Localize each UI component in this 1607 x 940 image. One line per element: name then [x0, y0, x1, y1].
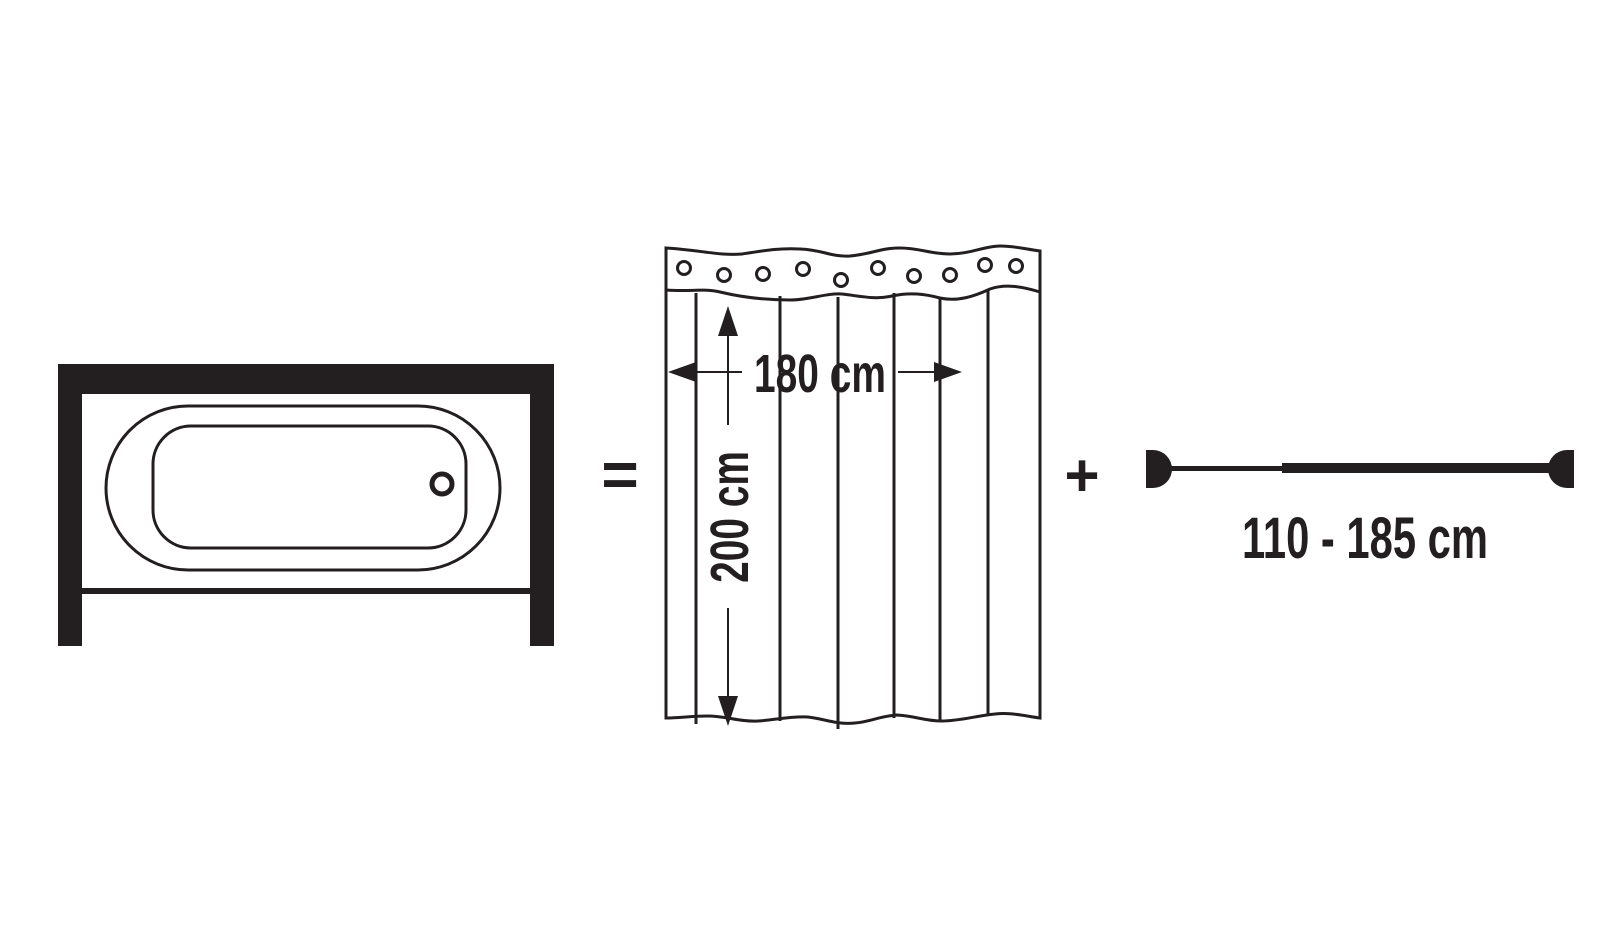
- rod-thin-section: [1155, 466, 1285, 471]
- drain-icon: [429, 471, 455, 497]
- grommet-icon: [1008, 258, 1024, 274]
- curtain-hem-line: [665, 284, 1041, 302]
- rod-right-end-cap: [1548, 450, 1574, 488]
- bathtub-frame: [58, 364, 554, 646]
- grommet-icon: [716, 267, 732, 283]
- grommet-icon: [676, 260, 692, 276]
- bathtub-illustration: [58, 364, 554, 646]
- arrowhead-up-icon: [718, 306, 738, 336]
- equals-sign: =: [601, 438, 638, 510]
- grommet-icon: [870, 260, 886, 276]
- plus-sign: +: [1064, 442, 1099, 509]
- shower-curtain-illustration: [664, 244, 1042, 729]
- grommet-icon: [977, 257, 993, 273]
- rod-thick-section: [1282, 463, 1556, 473]
- rod-length-label: 110 - 185 cm: [1242, 505, 1488, 570]
- bathtub-outer-rim: [104, 404, 502, 572]
- width-dimension-arrow: [668, 362, 962, 382]
- grommet-icon: [942, 267, 958, 283]
- grommet-icon: [833, 272, 849, 288]
- curtain-width-label: 180 cm: [754, 343, 886, 404]
- curtain-height-label: 200 cm: [699, 451, 760, 583]
- height-dimension-arrow: [718, 306, 738, 726]
- arrowhead-right-icon: [934, 362, 962, 382]
- bathtub-inner-basin: [151, 424, 468, 550]
- arrowhead-down-icon: [718, 696, 738, 726]
- bathtub-frame-bottom-line: [82, 588, 530, 594]
- grommet-icon: [755, 266, 771, 282]
- tension-rod-illustration: [1146, 450, 1574, 488]
- grommet-icon: [795, 261, 811, 277]
- grommet-icon: [906, 268, 922, 284]
- arrowhead-left-icon: [668, 362, 696, 382]
